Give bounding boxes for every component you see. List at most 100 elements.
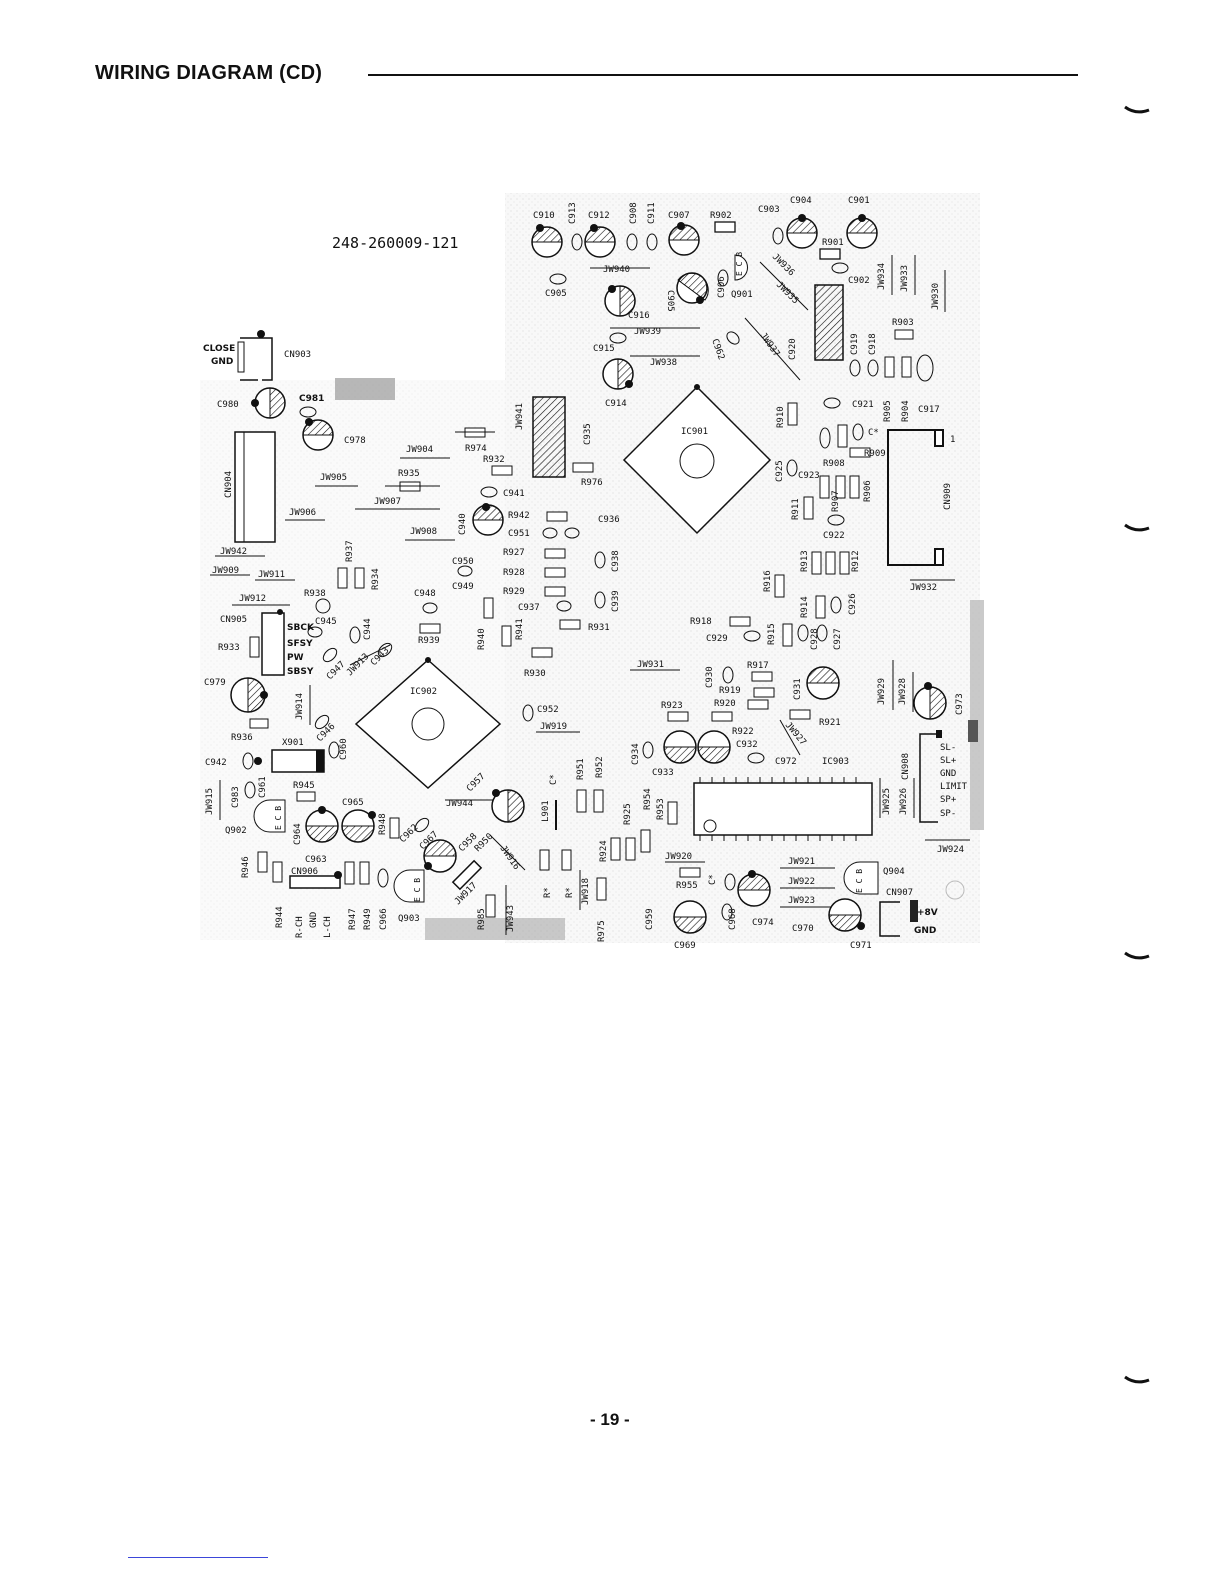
label-r910: R910 (776, 406, 786, 428)
connector-cn906 (289, 875, 341, 889)
label-r949: R949 (363, 908, 373, 930)
label-c917: C917 (918, 405, 940, 415)
label-r928: R928 (503, 568, 525, 578)
label-c929: C929 (706, 634, 728, 644)
label-rx1: R* (543, 887, 553, 898)
label-c973: C973 (955, 693, 965, 715)
label-sp-minus: SP- (940, 809, 956, 819)
label-c901: C901 (848, 196, 870, 206)
label-ecb-q904: E C B (855, 869, 864, 893)
label-cn905: CN905 (220, 615, 247, 625)
label-c970: C970 (792, 924, 814, 934)
label-c978: C978 (344, 436, 366, 446)
label-c914: C914 (605, 399, 627, 409)
label-r948: R948 (378, 813, 388, 835)
label-gnd-cn906: GND (309, 912, 319, 928)
label-c908: C908 (629, 202, 639, 224)
label-rx2: R* (565, 887, 575, 898)
label-jw940: JW940 (603, 265, 630, 275)
label-r927: R927 (503, 548, 525, 558)
label-c972: C972 (775, 757, 797, 767)
label-r974: R974 (465, 444, 487, 454)
ic-ic902 (354, 657, 502, 790)
label-c939: C939 (611, 590, 621, 612)
edge-mark-mid (1124, 523, 1150, 532)
label-jw939: JW939 (634, 327, 661, 337)
label-pw: PW (287, 653, 304, 663)
label-jw926: JW926 (899, 788, 909, 815)
label-cx-r955: C* (708, 874, 718, 885)
label-r930: R930 (524, 669, 546, 679)
label-r931: R931 (588, 623, 610, 633)
label-r929: R929 (503, 587, 525, 597)
label-c921: C921 (852, 400, 874, 410)
label-jw925: JW925 (882, 788, 892, 815)
connector-cn903 (240, 337, 273, 381)
label-sl-minus: SL- (940, 743, 956, 753)
label-c968: C968 (728, 908, 738, 930)
label-c950: C950 (452, 557, 474, 567)
label-cn903: CN903 (284, 350, 311, 360)
label-c942: C942 (205, 758, 227, 768)
label-c922: C922 (823, 531, 845, 541)
label-r906: R906 (863, 480, 873, 502)
label-c935: C935 (583, 423, 593, 445)
label-c918: C918 (868, 333, 878, 355)
label-jw909: JW909 (212, 566, 239, 576)
label-ecb-q903: E C B (413, 878, 422, 902)
label-jw919: JW919 (540, 722, 567, 732)
label-r915: R915 (767, 623, 777, 645)
capacitor-c931 (806, 666, 840, 700)
label-jw938: JW938 (650, 358, 677, 368)
label-jw924: JW924 (937, 845, 964, 855)
label-jw929: JW929 (877, 678, 887, 705)
label-c944: C944 (363, 618, 373, 640)
capacitor-c969 (673, 900, 707, 934)
label-r914: R914 (800, 596, 810, 618)
connector-cn908 (919, 733, 938, 823)
page-title: WIRING DIAGRAM (CD) (95, 62, 323, 84)
label-r941: R941 (515, 618, 525, 640)
label-c905: C905 (545, 289, 567, 299)
label-sfsy: SFSY (287, 639, 313, 649)
capacitor-c979 (230, 677, 268, 713)
edge-mark-top (1124, 105, 1150, 114)
label-r911: R911 (791, 498, 801, 520)
ic-ic903 (693, 777, 873, 841)
connector-cn905 (261, 612, 285, 676)
label-c951: C951 (508, 529, 530, 539)
label-r901: R901 (822, 238, 844, 248)
label-jw930: JW930 (931, 283, 941, 310)
capacitor-c910 (531, 224, 563, 258)
label-r939: R939 (418, 636, 440, 646)
label-gnd-cn908: GND (940, 769, 956, 779)
capacitor-c978 (302, 418, 334, 451)
label-c948: C948 (414, 589, 436, 599)
label-r902: R902 (710, 211, 732, 221)
label-c981: C981 (299, 394, 324, 404)
label-r917: R917 (747, 661, 769, 671)
capacitor-c906 (676, 272, 709, 304)
label-c979: C979 (204, 678, 226, 688)
label-jw914: JW914 (295, 693, 305, 720)
label-r909: R909 (864, 449, 886, 459)
label-jw906: JW906 (289, 508, 316, 518)
label-c903: C903 (758, 205, 780, 215)
label-limit: LIMIT (940, 782, 968, 792)
label-cx-l901: C* (549, 774, 559, 785)
label-cn907: CN907 (886, 888, 913, 898)
label-l901: L901 (541, 800, 551, 822)
capacitor-c940 (472, 503, 504, 536)
label-r985: R985 (477, 908, 487, 930)
transistor-q904 (843, 861, 879, 895)
label-r907: R907 (831, 490, 841, 512)
label-r935: R935 (398, 469, 420, 479)
connector-cn907 (879, 901, 900, 937)
board-part-number: 248-260009-121 (332, 234, 458, 252)
label-c916: C916 (628, 311, 650, 321)
label-r936: R936 (231, 733, 253, 743)
label-r920: R920 (714, 699, 736, 709)
label-c949: C949 (452, 582, 474, 592)
label-ecb-q901: E C B (735, 252, 744, 276)
label-cn904: CN904 (224, 471, 234, 498)
